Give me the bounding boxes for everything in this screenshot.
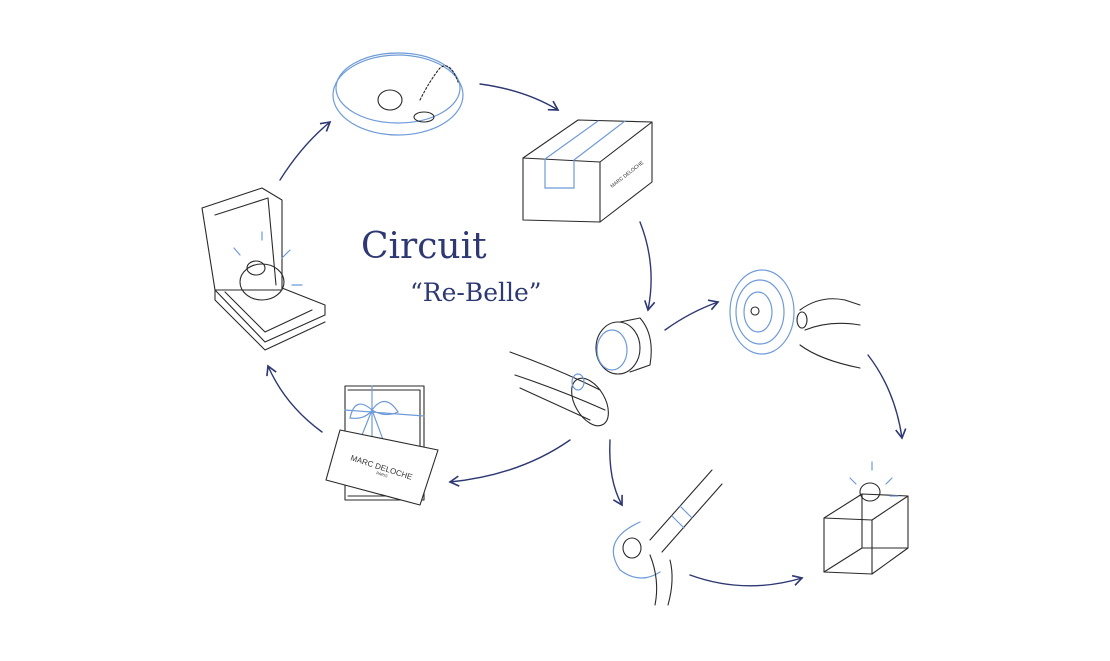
arrow-to-glass-box [867,354,907,440]
arrow-to-polishing [664,299,720,331]
diagram-subtitle: “Re-Belle” [410,278,542,307]
arrow-box-to-disassembly [639,221,656,312]
shipping-box: MARC DELOCHE [522,119,653,223]
arrow-engraving-to-glass-box [689,574,804,587]
box-brand-label: MARC DELOCHE [610,160,646,190]
engraving-tool [612,469,723,606]
arrow-to-jewelry-box [266,364,323,433]
polishing-wheel [729,269,861,369]
diagram-title: Circuit [361,226,487,267]
flow-arrows [266,83,907,587]
arrow-to-engraving [609,439,623,507]
jewelry-tray [332,52,464,136]
glass-box-with-ring [823,461,909,575]
open-jewelry-box [201,187,326,351]
arrow-to-tray [279,120,332,181]
ring-disassembly [509,317,652,427]
card-city-label: PARIS [376,470,389,478]
arrow-tray-to-box [479,83,560,111]
arrow-to-gift-box [448,439,571,487]
gift-box-with-card: MARC DELOCHE PARIS [325,385,439,506]
